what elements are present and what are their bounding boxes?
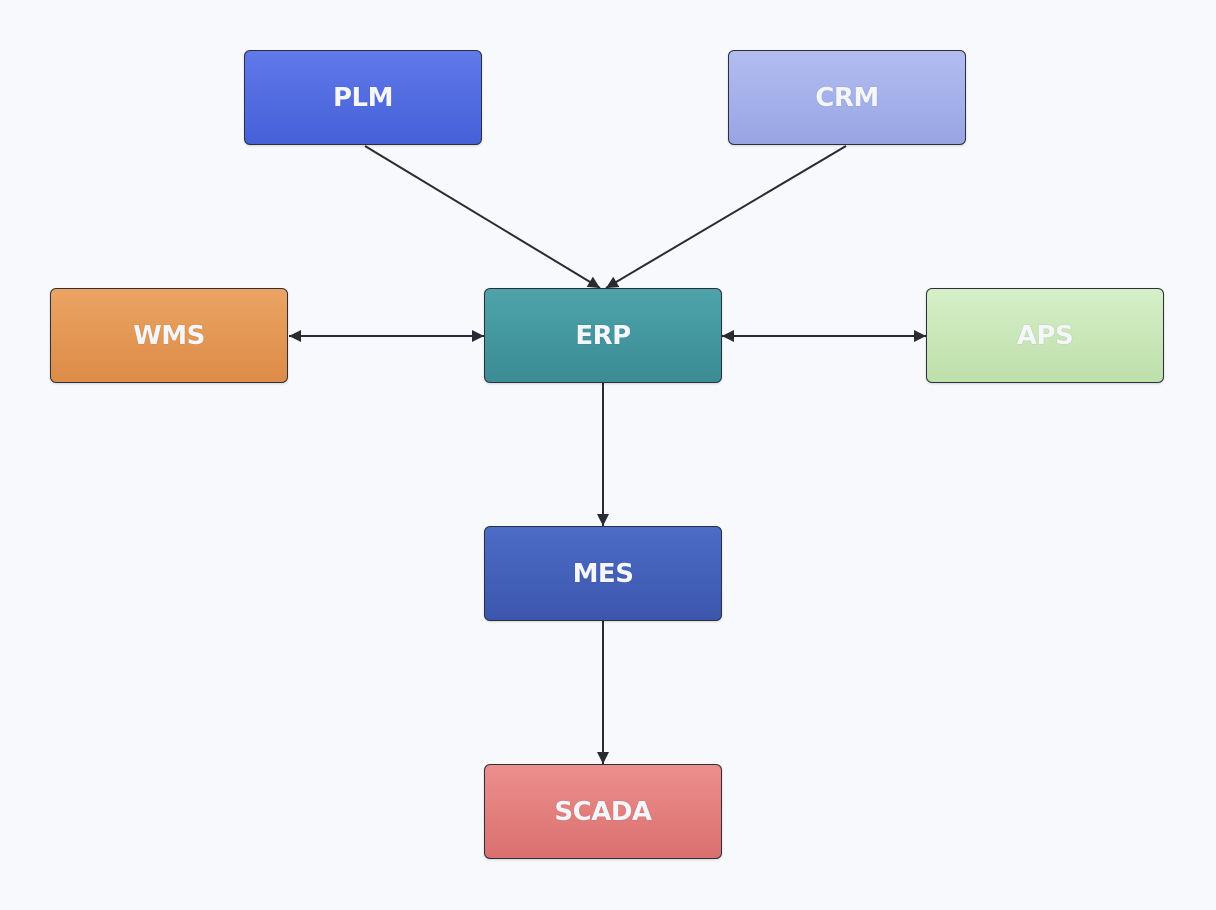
node-label: MES: [572, 558, 634, 589]
node-label: APS: [1016, 320, 1074, 351]
edge-plm-erp: [364, 145, 601, 289]
node-label: WMS: [133, 320, 205, 351]
edge-crm-erp: [605, 145, 847, 289]
node-crm[interactable]: CRM: [728, 50, 966, 145]
node-label: PLM: [333, 82, 394, 113]
node-label: ERP: [575, 320, 631, 351]
node-label: CRM: [815, 82, 879, 113]
node-scada[interactable]: SCADA: [484, 764, 722, 859]
node-label: SCADA: [554, 796, 652, 827]
node-wms[interactable]: WMS: [50, 288, 288, 383]
node-erp[interactable]: ERP: [484, 288, 722, 383]
node-mes[interactable]: MES: [484, 526, 722, 621]
node-plm[interactable]: PLM: [244, 50, 482, 145]
node-aps[interactable]: APS: [926, 288, 1164, 383]
